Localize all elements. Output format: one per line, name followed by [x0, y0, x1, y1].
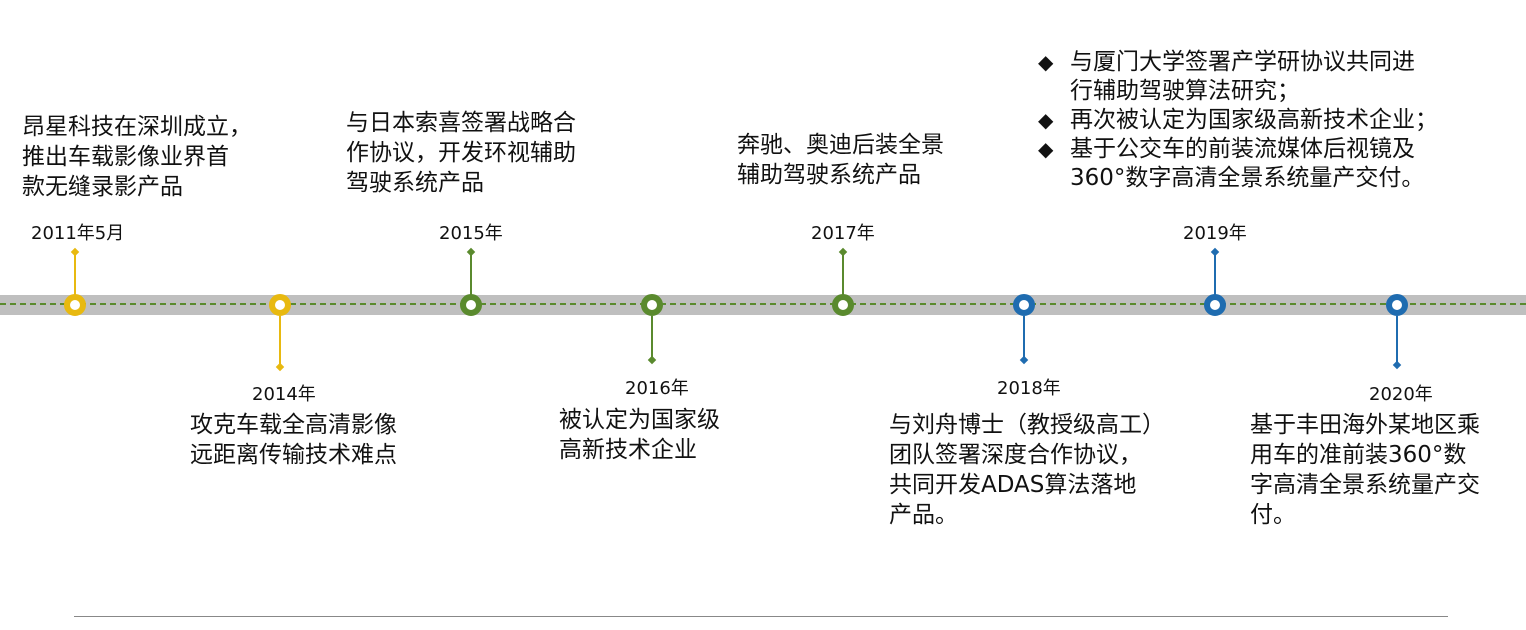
footer-divider: [74, 616, 1448, 617]
bullet-item: ◆ 再次被认定为国家级高新技术企业；: [1038, 106, 1438, 135]
milestone-stem: [651, 316, 653, 360]
milestone-date-2020: 2020年: [1369, 384, 1433, 405]
milestone-date-2018: 2018年: [997, 378, 1061, 399]
milestone-stem: [1214, 252, 1216, 296]
milestone-node-2018: [1013, 294, 1035, 316]
stem-end-dot: [647, 355, 657, 365]
milestone-text-2011: 昂星科技在深圳成立， 推出车载影像业界首 款无缝录影产品: [22, 114, 252, 200]
milestone-stem: [279, 316, 281, 366]
diamond-bullet-icon: ◆: [1038, 137, 1054, 161]
bullet-text: 与厦门大学签署产学研协议共同进 行辅助驾驶算法研究；: [1070, 49, 1415, 104]
stem-end-dot: [1392, 360, 1402, 370]
milestone-node-2020: [1386, 294, 1408, 316]
milestone-node-2011: [64, 294, 86, 316]
milestone-text-2014: 攻克车载全高清影像 远距离传输技术难点: [190, 412, 397, 468]
bullet-item: ◆ 与厦门大学签署产学研协议共同进 行辅助驾驶算法研究；: [1038, 48, 1438, 106]
milestone-bullets-2019: ◆ 与厦门大学签署产学研协议共同进 行辅助驾驶算法研究； ◆ 再次被认定为国家级高新…: [1038, 48, 1438, 193]
milestone-node-2014: [269, 294, 291, 316]
milestone-date-2014: 2014年: [252, 384, 316, 405]
milestone-stem: [842, 252, 844, 296]
milestone-node-2016: [641, 294, 663, 316]
diamond-bullet-icon: ◆: [1038, 50, 1054, 74]
milestone-date-2015: 2015年: [439, 223, 503, 244]
stem-end-dot: [275, 362, 285, 372]
milestone-text-2015: 与日本索喜签署战略合 作协议，开发环视辅助 驾驶系统产品: [346, 110, 576, 196]
milestone-text-2016: 被认定为国家级 高新技术企业: [559, 407, 720, 463]
milestone-date-2011: 2011年5月: [31, 223, 125, 244]
bullet-item: ◆ 基于公交车的前装流媒体后视镜及 360°数字高清全景系统量产交付。: [1038, 135, 1438, 193]
bullet-text: 再次被认定为国家级高新技术企业；: [1070, 107, 1438, 133]
diamond-bullet-icon: ◆: [1038, 108, 1054, 132]
milestone-stem: [470, 252, 472, 296]
milestone-node-2015: [460, 294, 482, 316]
stem-end-dot: [1019, 355, 1029, 365]
milestone-stem: [1023, 316, 1025, 360]
milestone-node-2017: [832, 294, 854, 316]
timeline-dashed-line: [0, 303, 1526, 305]
milestone-text-2020: 基于丰田海外某地区乘 用车的准前装360°数 字高清全景系统量产交 付。: [1250, 412, 1480, 528]
timeline-track: [0, 295, 1526, 315]
milestone-stem: [1396, 316, 1398, 364]
milestone-stem: [74, 252, 76, 296]
milestone-date-2019: 2019年: [1183, 223, 1247, 244]
milestone-date-2016: 2016年: [625, 378, 689, 399]
milestone-node-2019: [1204, 294, 1226, 316]
milestone-text-2017: 奔驰、奥迪后装全景 辅助驾驶系统产品: [737, 132, 944, 188]
milestone-text-2018: 与刘舟博士（教授级高工） 团队签署深度合作协议， 共同开发ADAS算法落地 产品…: [889, 412, 1165, 528]
milestone-date-2017: 2017年: [811, 223, 875, 244]
bullet-text: 基于公交车的前装流媒体后视镜及 360°数字高清全景系统量产交付。: [1070, 136, 1425, 191]
